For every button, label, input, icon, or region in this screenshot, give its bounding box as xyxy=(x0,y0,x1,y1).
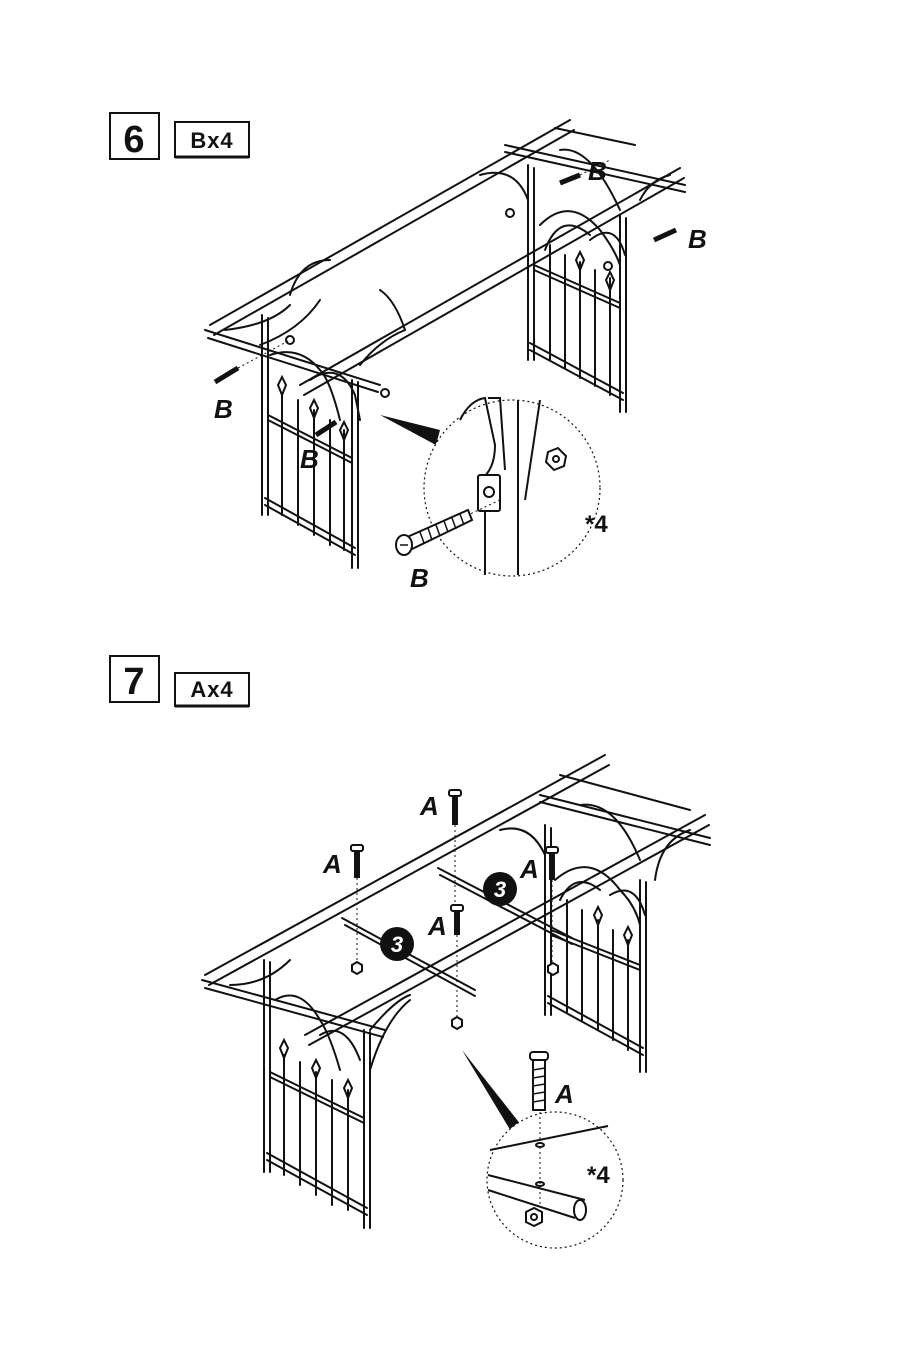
nut-a-1 xyxy=(352,962,362,974)
bolt-b-right xyxy=(654,230,676,240)
detail-callout-step-7: A *4 xyxy=(462,1050,623,1248)
label-b-5: B xyxy=(410,563,429,593)
label-a-1: A xyxy=(419,791,439,821)
label-a-2: A xyxy=(322,849,342,879)
arbor-illustration-step-7 xyxy=(202,755,710,1228)
step-7: 7 Ax4 xyxy=(110,656,710,1248)
label-a-4: A xyxy=(427,911,447,941)
nut-a-2 xyxy=(548,963,558,975)
nut-right-2 xyxy=(604,262,612,270)
step-6-part-quantity: Bx4 xyxy=(190,128,233,153)
label-b-4: B xyxy=(300,444,319,474)
component-3-badge-1: 3 xyxy=(380,927,414,961)
step-6-multiplier: *4 xyxy=(585,511,608,538)
step-6-number: 6 xyxy=(123,119,144,161)
nut-left xyxy=(286,336,294,344)
label-a-3: A xyxy=(519,854,539,884)
label-b-1: B xyxy=(588,156,607,186)
step-7-number: 7 xyxy=(123,661,144,703)
label-b-2: B xyxy=(688,224,707,254)
bolt-a-2 xyxy=(351,845,363,962)
svg-text:3: 3 xyxy=(494,877,506,902)
bolt-b-mid xyxy=(316,422,336,435)
label-a-5: A xyxy=(554,1079,574,1109)
detail-callout-step-6: B *4 xyxy=(380,398,608,593)
bolt-b-left xyxy=(215,368,238,382)
step-7-part-quantity: Ax4 xyxy=(190,677,233,702)
label-b-3: B xyxy=(214,394,233,424)
step-7-multiplier: *4 xyxy=(587,1162,610,1189)
bolt-a-detail xyxy=(530,1052,548,1110)
nut-mid xyxy=(381,389,389,397)
svg-text:3: 3 xyxy=(391,932,403,957)
bolt-b-top xyxy=(560,175,580,183)
nut-right xyxy=(506,209,514,217)
component-3-badge-2: 3 xyxy=(483,872,517,906)
nut-a-3 xyxy=(452,1017,462,1029)
step-6: 6 Bx4 xyxy=(110,113,707,593)
